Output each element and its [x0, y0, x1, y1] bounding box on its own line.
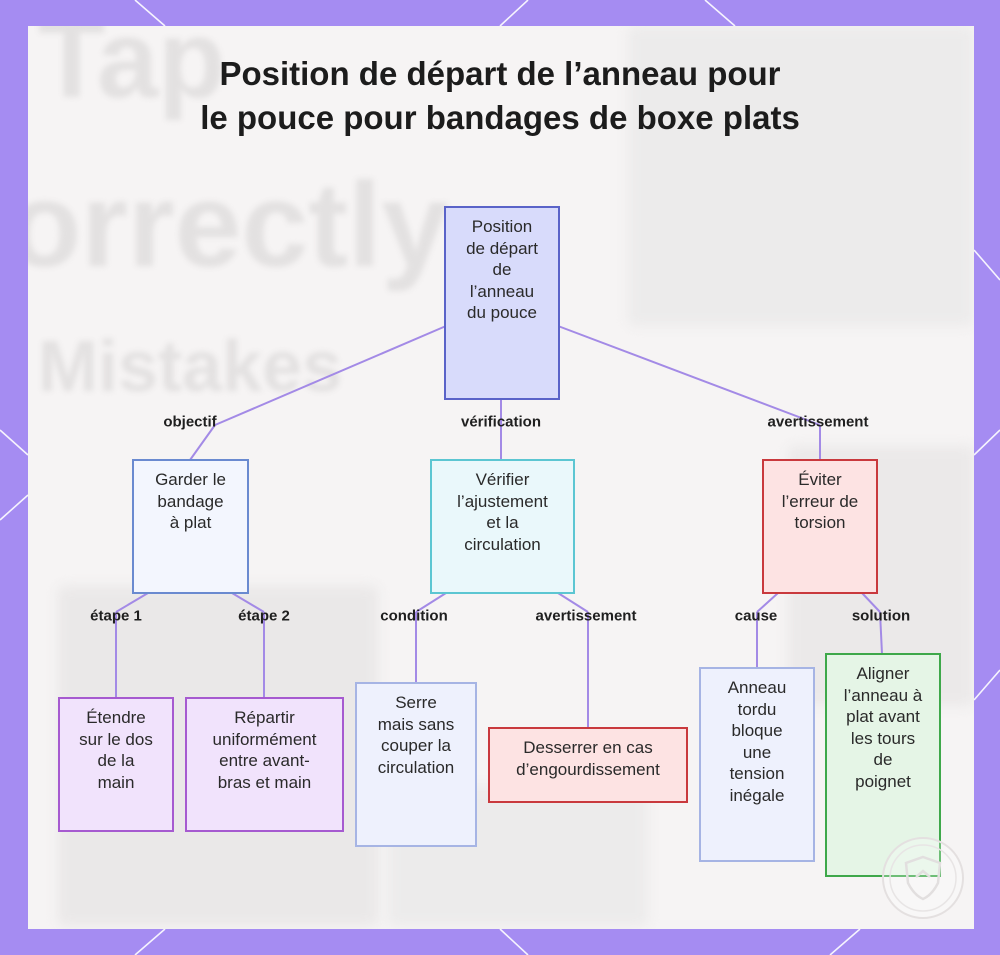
- node-step-1: Étendre sur le dos de la main: [58, 697, 174, 832]
- edge-label-avertissement-1: avertissement: [768, 414, 869, 431]
- node-cause-line: une: [728, 742, 787, 764]
- node-goal-line: à plat: [155, 512, 226, 534]
- shield-watermark-icon: [880, 835, 966, 921]
- node-check-line: Vérifier: [457, 469, 548, 491]
- edge-label-etape-1: étape 1: [90, 608, 142, 625]
- node-step2-line: Répartir: [213, 707, 317, 729]
- node-cause: Anneau tordu bloque une tension inégale: [699, 667, 815, 862]
- node-warning-line: Éviter: [782, 469, 859, 491]
- node-step1-line: Étendre: [79, 707, 153, 729]
- edge-label-cause: cause: [735, 608, 778, 625]
- node-warning-line: torsion: [782, 512, 859, 534]
- node-condition-line: couper la: [378, 735, 455, 757]
- node-check-line: et la: [457, 512, 548, 534]
- node-warning-torsion: Éviter l’erreur de torsion: [762, 459, 878, 594]
- node-condition: Serre mais sans couper la circulation: [355, 682, 477, 847]
- node-cause-line: Anneau: [728, 677, 787, 699]
- node-check-line: l’ajustement: [457, 491, 548, 513]
- node-root-line: du pouce: [466, 302, 538, 324]
- node-root-line: de: [466, 259, 538, 281]
- node-goal-line: bandage: [155, 491, 226, 513]
- edge-label-condition: condition: [380, 608, 448, 625]
- node-warning2-line: d’engourdissement: [516, 759, 660, 781]
- node-step2-line: bras et main: [213, 772, 317, 794]
- node-step-2: Répartir uniformément entre avant- bras …: [185, 697, 344, 832]
- node-check-line: circulation: [457, 534, 548, 556]
- node-cause-line: tordu: [728, 699, 787, 721]
- edge-label-etape-2: étape 2: [238, 608, 290, 625]
- node-warning-numbness: Desserrer en cas d’engourdissement: [488, 727, 688, 803]
- node-warning-line: l’erreur de: [782, 491, 859, 513]
- edge-label-avertissement-2: avertissement: [536, 608, 637, 625]
- node-warning2-line: Desserrer en cas: [516, 737, 660, 759]
- node-solution-line: les tours: [844, 728, 922, 750]
- node-root-line: Position: [466, 216, 538, 238]
- node-root: Position de départ de l’anneau du pouce: [444, 206, 560, 400]
- node-goal-line: Garder le: [155, 469, 226, 491]
- node-solution-line: l’anneau à: [844, 685, 922, 707]
- node-step2-line: entre avant-: [213, 750, 317, 772]
- node-goal: Garder le bandage à plat: [132, 459, 249, 594]
- edge-label-objectif: objectif: [163, 414, 216, 431]
- node-root-line: de départ: [466, 238, 538, 260]
- node-root-line: l’anneau: [466, 281, 538, 303]
- node-solution-line: plat avant: [844, 706, 922, 728]
- node-cause-line: bloque: [728, 720, 787, 742]
- node-condition-line: Serre: [378, 692, 455, 714]
- node-step1-line: de la: [79, 750, 153, 772]
- node-solution-line: poignet: [844, 771, 922, 793]
- edge-label-verification: vérification: [461, 414, 541, 431]
- node-solution-line: Aligner: [844, 663, 922, 685]
- node-condition-line: circulation: [378, 757, 455, 779]
- node-cause-line: tension: [728, 763, 787, 785]
- node-condition-line: mais sans: [378, 714, 455, 736]
- edge-root-goal: [215, 326, 446, 425]
- node-step2-line: uniformément: [213, 729, 317, 751]
- node-check: Vérifier l’ajustement et la circulation: [430, 459, 575, 594]
- node-solution-line: de: [844, 749, 922, 771]
- edge-label-solution: solution: [852, 608, 910, 625]
- node-step1-line: sur le dos: [79, 729, 153, 751]
- edge-root-warn: [558, 326, 820, 425]
- node-step1-line: main: [79, 772, 153, 794]
- node-cause-line: inégale: [728, 785, 787, 807]
